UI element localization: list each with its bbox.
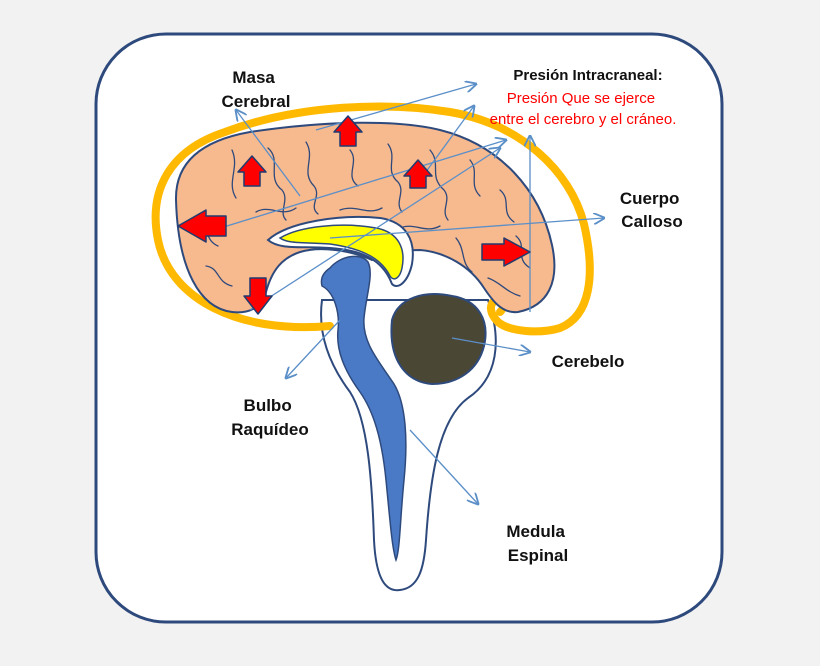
- corpus-callosum: [278, 224, 404, 280]
- red-block-arrow-icon: [403, 159, 433, 189]
- label-presion-title: Presión Intracraneal:: [513, 67, 662, 84]
- pointer-bulbo: [286, 319, 341, 378]
- red-block-arrow-icon: [481, 237, 531, 267]
- red-block-arrow-icon: [243, 277, 273, 315]
- brainstem: [320, 255, 407, 563]
- pointer-presion-3: [249, 148, 500, 311]
- pointer-medula: [409, 429, 478, 504]
- pointer-presion-4: [419, 106, 474, 181]
- skull-outline: [151, 102, 594, 336]
- label-masa-cerebral: Masa Cerebral: [222, 68, 291, 111]
- red-block-arrow-icon: [237, 155, 267, 187]
- label-cuerpo-calloso: Cuerpo Calloso: [620, 189, 684, 231]
- leader-arrows: [213, 84, 604, 504]
- pressure-arrows: [177, 115, 531, 315]
- label-medula-espinal: Medula Espinal: [506, 522, 569, 565]
- red-block-arrow-icon: [177, 209, 227, 243]
- pointer-cuerpo-calloso: [329, 218, 604, 239]
- label-cerebelo: Cerebelo: [552, 352, 625, 371]
- pointer-presion-2: [213, 140, 506, 231]
- pointer-cerebelo: [451, 337, 530, 352]
- pointer-masa-cerebral: [236, 110, 301, 197]
- label-bulbo-raquideo: Bulbo Raquídeo: [231, 396, 308, 439]
- label-presion-desc: Presión Que se ejerce entre el cerebro y…: [490, 90, 677, 128]
- red-block-arrow-icon: [333, 115, 363, 147]
- cerebellum: [390, 293, 487, 386]
